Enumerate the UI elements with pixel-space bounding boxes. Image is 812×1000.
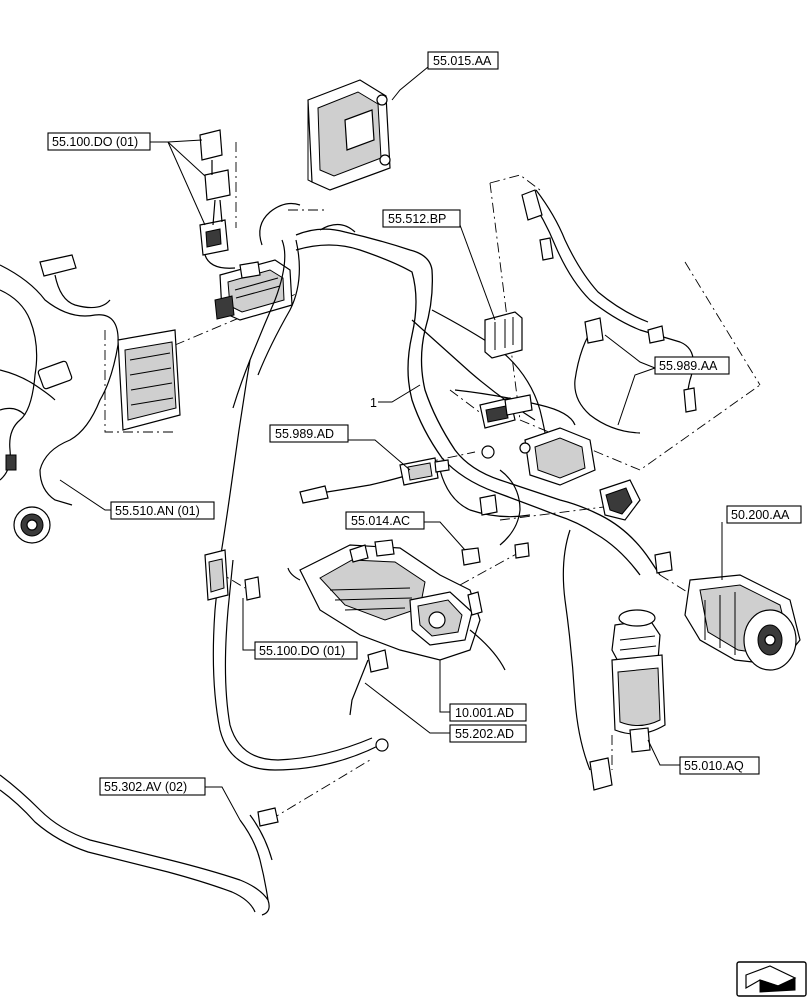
callout-10-001-AD: 10.001.AD	[449, 703, 527, 722]
relay-group-top	[199, 129, 236, 269]
callout-55-512-BP: 55.512.BP	[382, 209, 461, 228]
item-number-1: 1	[370, 396, 377, 410]
callout-10-001-AD-text: 10.001.AD	[455, 706, 514, 720]
callout-55-989-AA: 55.989.AA	[654, 356, 730, 375]
view-direction-arrow-icon[interactable]	[736, 961, 807, 997]
callout-55-512-BP-text: 55.512.BP	[388, 212, 446, 226]
callout-55-202-AD: 55.202.AD	[449, 724, 527, 743]
callout-55-014-AC: 55.014.AC	[345, 511, 425, 530]
callout-55-100-DO-top: 55.100.DO (01)	[47, 132, 151, 151]
callout-55-015-AA: 55.015.AA	[427, 51, 499, 70]
callout-50-200-AA-text: 50.200.AA	[731, 508, 790, 522]
callout-55-100-DO-mid-text: 55.100.DO (01)	[259, 644, 345, 658]
callout-55-014-AC-text: 55.014.AC	[351, 514, 410, 528]
callout-55-302-AV: 55.302.AV (02)	[99, 777, 206, 796]
fuse-box	[214, 259, 293, 321]
callout-55-010-AQ: 55.010.AQ	[679, 756, 760, 775]
callout-55-302-AV-text: 55.302.AV (02)	[104, 780, 187, 794]
callout-55-989-AD: 55.989.AD	[269, 424, 349, 443]
sensor-harness-right	[521, 189, 697, 434]
callout-50-200-AA: 50.200.AA	[726, 505, 802, 524]
engine-assembly	[244, 539, 530, 716]
ac-compressor	[684, 574, 801, 671]
temperature-sensor	[299, 457, 450, 504]
callout-55-510-AN: 55.510.AN (01)	[110, 501, 215, 520]
ecu-controller	[259, 79, 391, 246]
callout-55-510-AN-text: 55.510.AN (01)	[115, 504, 200, 518]
callout-55-989-AD-text: 55.989.AD	[275, 427, 334, 441]
callout-55-100-DO-mid: 55.100.DO (01)	[254, 641, 358, 660]
callout-55-010-AQ-text: 55.010.AQ	[684, 759, 744, 773]
callout-55-015-AA-text: 55.015.AA	[433, 54, 492, 68]
fuel-filter	[611, 609, 666, 753]
main-harness	[204, 223, 661, 791]
assembly-dash-lines	[104, 142, 761, 821]
callout-55-989-AA-text: 55.989.AA	[659, 359, 718, 373]
callout-55-202-AD-text: 55.202.AD	[455, 727, 514, 741]
lower-harness	[0, 774, 279, 916]
callout-55-100-DO-top-text: 55.100.DO (01)	[52, 135, 138, 149]
connector-cluster	[479, 311, 673, 574]
cab-harness-left	[0, 254, 181, 544]
